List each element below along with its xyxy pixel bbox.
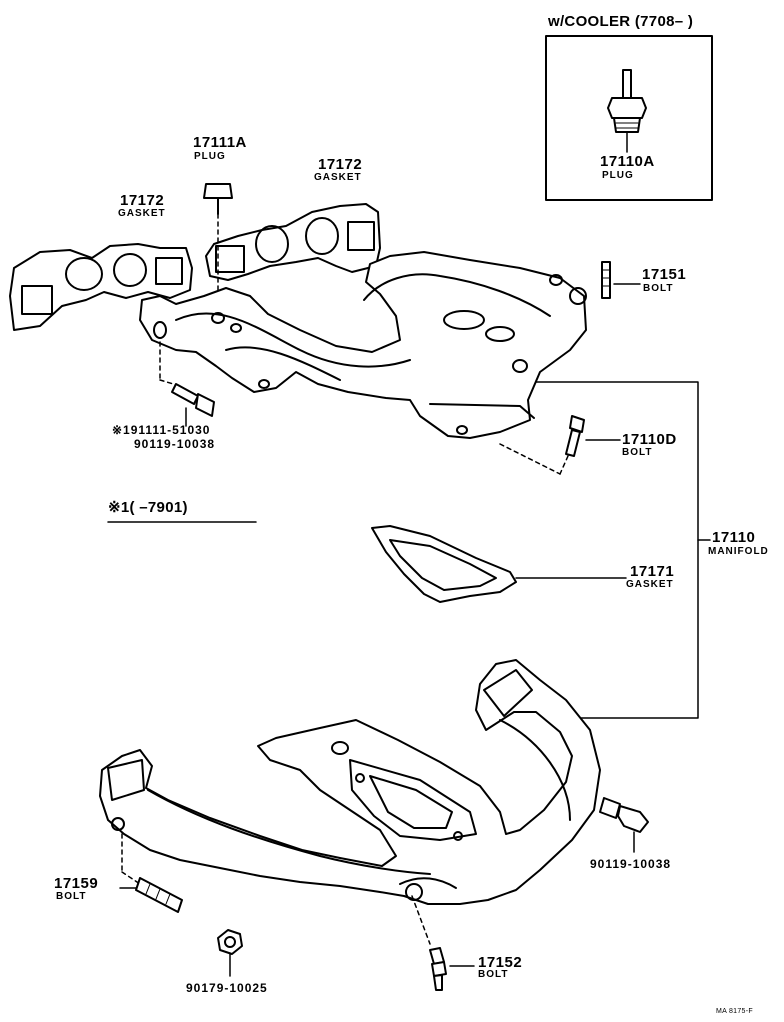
gasket-17172-right-icon (205, 203, 381, 281)
part-17110a-name: PLUG (602, 170, 634, 181)
gasket-17172-left-icon (9, 243, 193, 331)
part-17159-number: 17159 (54, 875, 99, 892)
bolt-17151-icon (601, 261, 641, 299)
part-17171-number: 17171 (630, 563, 675, 580)
footnote-serial-range: ※1( –7901) (108, 499, 188, 516)
part-17171-name: GASKET (626, 579, 674, 590)
part-17110d-name: BOLT (622, 447, 653, 458)
plug-17110a-icon (607, 69, 647, 153)
bolt-17152-icon (411, 895, 475, 991)
catalog-stamp: MA 8175-F (716, 1008, 753, 1015)
part-191111-number: ※191111-51030 (112, 423, 211, 437)
part-17172-left-name: GASKET (118, 208, 166, 219)
part-17111a-name: PLUG (194, 151, 226, 162)
part-17110-name: MANIFOLD (708, 546, 769, 557)
cooler-inset-title: w/COOLER (7708– ) (548, 13, 694, 30)
part-17152-name: BOLT (478, 969, 509, 980)
bolt-90119-lower-icon (599, 797, 649, 853)
cooler-inset-frame (545, 35, 713, 201)
part-17172-right-name: GASKET (314, 172, 362, 183)
nut-90179-icon (217, 929, 243, 977)
part-17111a-number: 17111A (193, 134, 247, 151)
part-17151-number: 17151 (642, 266, 687, 283)
plug-17111a-icon (203, 183, 233, 301)
part-17152-number: 17152 (478, 954, 523, 971)
part-17110a-number: 17110A (600, 153, 655, 170)
part-17172-left-number: 17172 (120, 192, 165, 209)
part-90119-lower-number: 90119-10038 (590, 857, 672, 871)
gasket-17171-icon (371, 525, 627, 603)
manifold-lower-icon (99, 659, 601, 905)
bolt-17110d-icon (499, 415, 621, 475)
part-17110d-number: 17110D (622, 431, 677, 448)
manifold-17110-upper-icon (139, 251, 587, 439)
part-17151-name: BOLT (643, 283, 674, 294)
bolt-90119-upper-icon (159, 341, 215, 427)
part-90119-upper-number: 90119-10038 (134, 437, 216, 451)
part-17110-number: 17110 (712, 529, 756, 546)
bolt-17159-icon (119, 833, 183, 913)
part-17159-name: BOLT (56, 891, 87, 902)
part-90179-number: 90179-10025 (186, 981, 268, 995)
part-17172-right-number: 17172 (318, 156, 363, 173)
manifold-17110-bracket-leader (535, 381, 711, 719)
